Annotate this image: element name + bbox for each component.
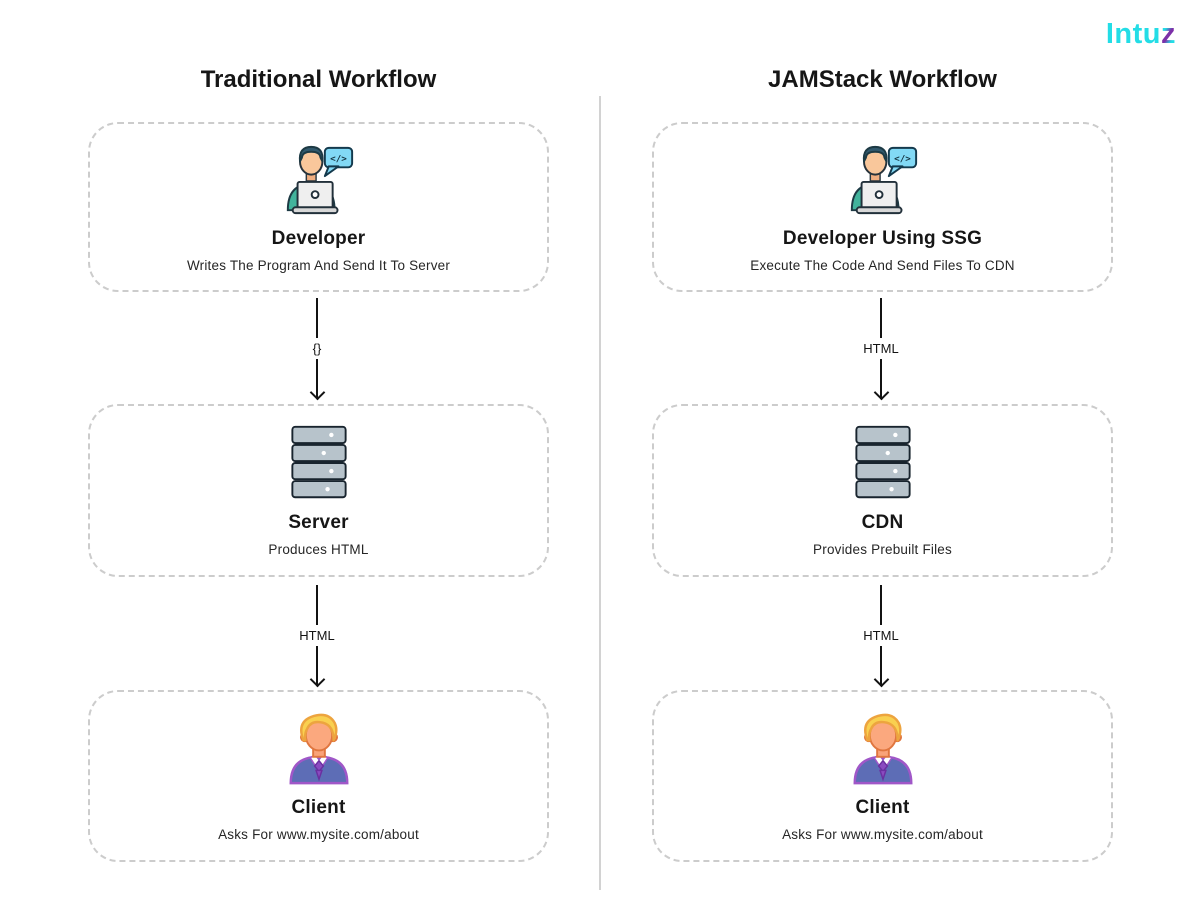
svg-text:</>: </> (894, 153, 911, 164)
arrow-down-icon (873, 671, 889, 688)
intuz-logo-z: z (1161, 18, 1176, 50)
arrow-down-icon (873, 384, 889, 401)
column-divider (599, 96, 601, 890)
client-person-icon (853, 713, 912, 784)
arrow-line (880, 585, 882, 625)
svg-text:</>: </> (330, 153, 347, 164)
intuz-logo-main: Intu (1105, 18, 1161, 50)
box-developer-ssg: </> Developer Using SSG Execute The Code… (652, 122, 1113, 292)
box-server: Server Produces HTML (88, 404, 549, 577)
arrow-label: HTML (863, 341, 899, 356)
jamstack-workflow-title: JAMStack Workflow (768, 66, 997, 93)
box-title: Client (291, 796, 346, 818)
box-subtitle: Produces HTML (268, 542, 369, 557)
arrow-label: HTML (863, 628, 899, 643)
arrow-line (316, 646, 318, 686)
arrow-line (316, 585, 318, 625)
arrow-line (880, 359, 882, 399)
box-client-jamstack: Client Asks For www.mysite.com/about (652, 690, 1113, 862)
arrow-line (316, 359, 318, 399)
arrow-developer-to-server: {} (287, 298, 347, 401)
box-client: Client Asks For www.mysite.com/about (88, 690, 549, 862)
box-title: Client (855, 796, 910, 818)
server-stack-icon (854, 425, 911, 499)
intuz-logo: Intuz (1106, 18, 1176, 51)
arrow-label: {} (312, 341, 322, 356)
box-subtitle: Execute The Code And Send Files To CDN (750, 257, 1015, 273)
developer-laptop-icon: </> (850, 145, 917, 214)
arrow-down-icon (309, 384, 325, 401)
arrow-line (880, 298, 882, 338)
box-subtitle: Asks For www.mysite.com/about (218, 826, 419, 842)
arrow-line (880, 646, 882, 686)
box-developer: </> Developer Writes The Program And Sen… (88, 122, 549, 292)
client-person-icon (289, 713, 348, 784)
arrow-down-icon (309, 671, 325, 688)
box-title: Developer (271, 227, 366, 249)
box-subtitle: Provides Prebuilt Files (813, 542, 952, 557)
box-subtitle: Asks For www.mysite.com/about (782, 826, 983, 842)
box-subtitle: Writes The Program And Send It To Server (186, 257, 451, 273)
box-title: CDN (861, 512, 904, 533)
box-title: Developer Using SSG (782, 227, 983, 249)
box-title: Server (288, 512, 349, 533)
box-cdn: CDN Provides Prebuilt Files (652, 404, 1113, 577)
developer-laptop-icon: </> (286, 145, 353, 214)
arrow-line (316, 298, 318, 338)
arrow-cdn-to-client: HTML (851, 585, 911, 688)
arrow-label: HTML (299, 628, 335, 643)
server-stack-icon (290, 425, 347, 499)
arrow-server-to-client: HTML (287, 585, 347, 688)
traditional-workflow-title: Traditional Workflow (200, 66, 437, 93)
arrow-developer-to-cdn: HTML (851, 298, 911, 401)
